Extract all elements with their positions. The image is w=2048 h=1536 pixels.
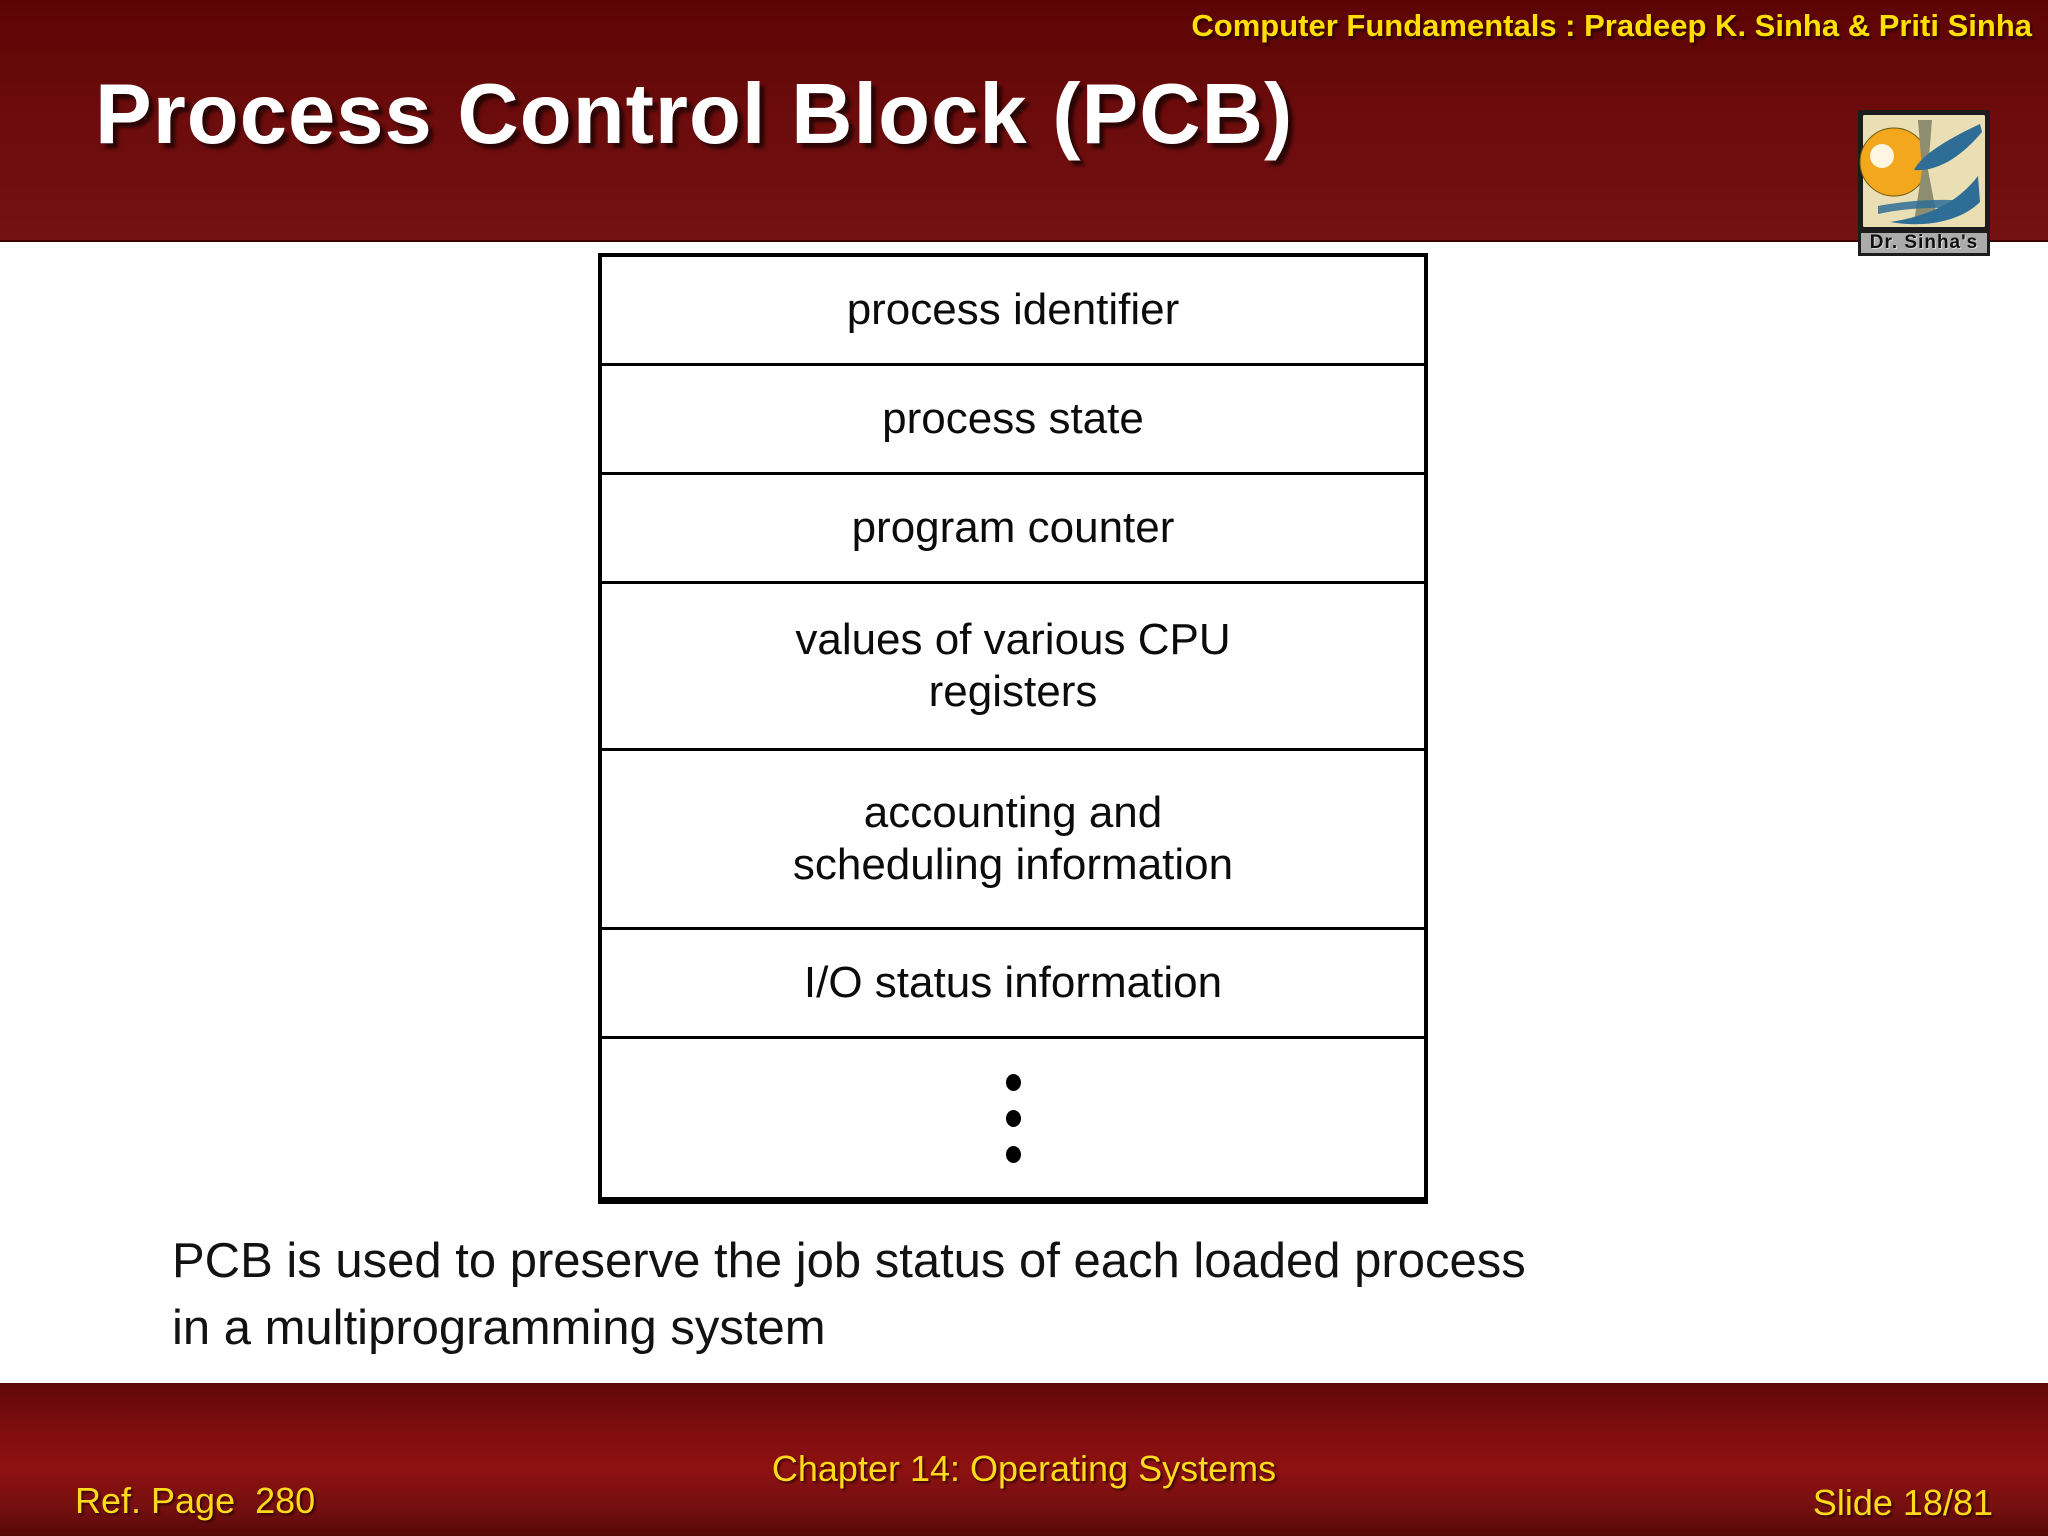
pcb-row-io-status: I/O status information	[602, 927, 1424, 1036]
page-title: Process Control Block (PCB)	[95, 67, 1294, 162]
pcb-row-accounting-scheduling: accounting and scheduling information	[602, 748, 1424, 927]
pcb-row-label: values of various CPU registers	[795, 615, 1231, 716]
pcb-diagram: process identifier process state program…	[598, 253, 1428, 1204]
footer-ref-page: Ref. Page 280	[75, 1480, 316, 1521]
pcb-row-label: process state	[882, 394, 1144, 444]
pcb-row-program-counter: program counter	[602, 472, 1424, 581]
pcb-row-label: program counter	[851, 503, 1175, 553]
footer-slide-number: Slide 18/81	[1812, 1482, 1993, 1523]
logo-caption: Dr. Sinha's	[1858, 230, 1990, 256]
pcb-row-label: I/O status information	[803, 958, 1223, 1008]
footer-chapter: Chapter 14: Operating Systems	[771, 1448, 1277, 1489]
dr-sinha-emblem-icon	[1858, 110, 1990, 232]
pcb-row-label: process identifier	[846, 285, 1180, 335]
pcb-row-ellipsis	[602, 1036, 1424, 1197]
vertical-ellipsis-dot	[1005, 1109, 1021, 1127]
pcb-row-process-identifier: process identifier	[602, 257, 1424, 363]
footer-band: Ref. Page 280 Chapter 14: Operating Syst…	[0, 1383, 2048, 1536]
dr-sinha-logo: Dr. Sinha's	[1858, 110, 1990, 256]
slide-body-text: PCB is used to preserve the job status o…	[172, 1234, 1526, 1355]
pcb-row-label: accounting and scheduling information	[792, 788, 1234, 889]
vertical-ellipsis-dot	[1005, 1073, 1021, 1091]
vertical-ellipsis-dot	[1005, 1145, 1021, 1163]
pcb-row-cpu-registers: values of various CPU registers	[602, 581, 1424, 748]
header-band: Computer Fundamentals : Pradeep K. Sinha…	[0, 0, 2048, 242]
book-credit-text: Computer Fundamentals : Pradeep K. Sinha…	[1191, 8, 2032, 43]
pcb-row-process-state: process state	[602, 363, 1424, 472]
